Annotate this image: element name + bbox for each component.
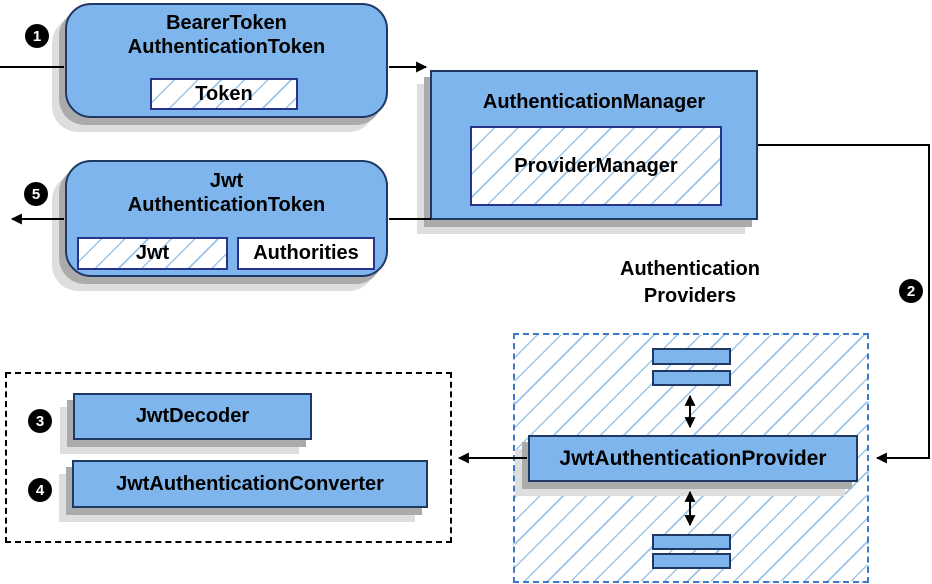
- providers-group-label-line2: Providers: [643, 285, 737, 307]
- node-jwt-authentication-converter: JwtAuthenticationConverter: [72, 460, 428, 508]
- node-authentication-manager: AuthenticationManager ProviderManager: [430, 70, 758, 220]
- provider-manager-chip: ProviderManager: [470, 126, 722, 206]
- authorities-chip: Authorities: [237, 237, 375, 270]
- bearer-token-title: BearerToken AuthenticationToken: [67, 11, 386, 59]
- providers-group-label-line1: Authentication: [620, 258, 760, 280]
- badge-step-4: 4: [28, 478, 52, 502]
- authentication-manager-title: AuthenticationManager: [482, 91, 706, 113]
- provider-placeholder-bar-top-1: [652, 348, 731, 365]
- jwt-token-title-line1: Jwt: [209, 170, 244, 192]
- jwt-token-title-line2: AuthenticationToken: [127, 194, 326, 216]
- node-jwt-authentication-token: Jwt AuthenticationToken Jwt Authorities: [65, 160, 388, 277]
- jwt-chip: Jwt: [77, 237, 228, 270]
- badge-step-1: 1: [25, 24, 49, 48]
- providers-group-label: Authentication Providers: [558, 256, 822, 310]
- decoder-converter-group: [5, 372, 452, 543]
- node-jwt-authentication-provider: JwtAuthenticationProvider: [528, 435, 858, 482]
- jwt-token-title: Jwt AuthenticationToken: [67, 169, 386, 217]
- node-jwt-decoder: JwtDecoder: [73, 393, 312, 440]
- badge-step-5: 5: [24, 182, 48, 206]
- token-chip: Token: [150, 78, 298, 110]
- bearer-token-title-line1: BearerToken: [166, 12, 287, 34]
- bearer-token-title-line2: AuthenticationToken: [127, 36, 326, 58]
- badge-step-2: 2: [899, 279, 923, 303]
- provider-placeholder-bar-bottom-1: [652, 534, 731, 550]
- badge-step-3: 3: [28, 409, 52, 433]
- provider-placeholder-bar-top-2: [652, 370, 731, 386]
- provider-placeholder-bar-bottom-2: [652, 553, 731, 569]
- node-bearer-token-authentication-token: BearerToken AuthenticationToken Token: [65, 3, 388, 118]
